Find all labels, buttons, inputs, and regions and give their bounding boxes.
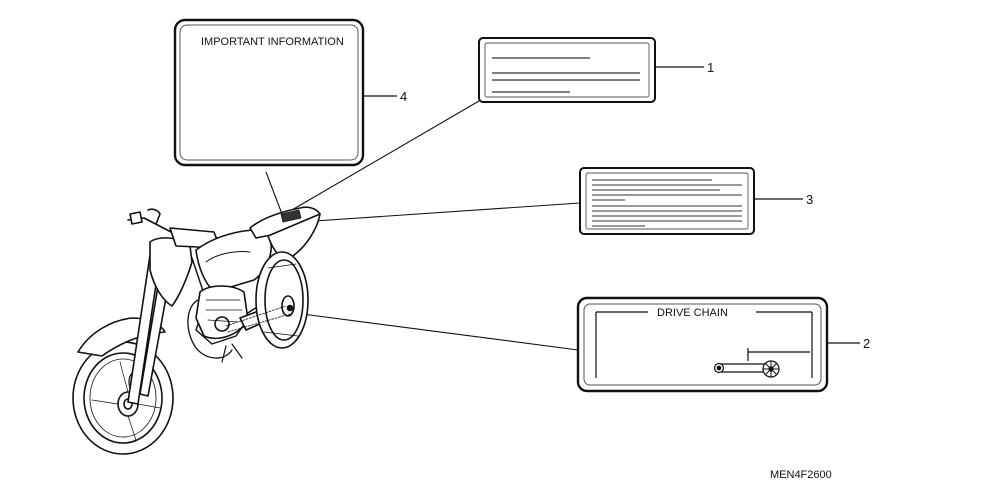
callout-4: 4 <box>363 89 407 104</box>
leader-line-3 <box>299 202 581 223</box>
motorcycle-illustration <box>72 206 321 455</box>
callout-2: 2 <box>827 336 870 351</box>
callout-number-3: 3 <box>806 192 813 207</box>
callout-number-2: 2 <box>863 336 870 351</box>
rear-side-panel <box>267 213 321 263</box>
rear-wheel <box>255 251 309 349</box>
important-information-title: IMPORTANT INFORMATION <box>201 36 344 48</box>
callout-3: 3 <box>754 192 813 207</box>
important-information-label: IMPORTANT INFORMATION <box>173 18 365 167</box>
leader-line-2 <box>286 311 579 351</box>
callout-number-1: 1 <box>707 60 714 75</box>
callout-number-4: 4 <box>400 89 407 104</box>
diagram-code: MEN4F2600 <box>770 469 832 481</box>
seat-label-patch <box>280 209 302 223</box>
drive-chain <box>225 305 291 333</box>
label-1 <box>478 37 656 103</box>
callout-1: 1 <box>655 60 714 75</box>
chain-adjuster-icon <box>713 348 810 378</box>
label-1-text-lines <box>492 57 640 93</box>
label-3-text-lines <box>592 179 742 227</box>
leader-lines <box>265 100 581 351</box>
drive-chain-label: DRIVE CHAIN <box>576 296 829 393</box>
number-plate <box>149 237 193 307</box>
leader-line-4 <box>265 171 283 215</box>
leader-line-1 <box>284 100 480 215</box>
front-wheel <box>72 341 174 455</box>
drive-chain-title: DRIVE CHAIN <box>657 307 728 319</box>
label-3 <box>579 167 755 235</box>
